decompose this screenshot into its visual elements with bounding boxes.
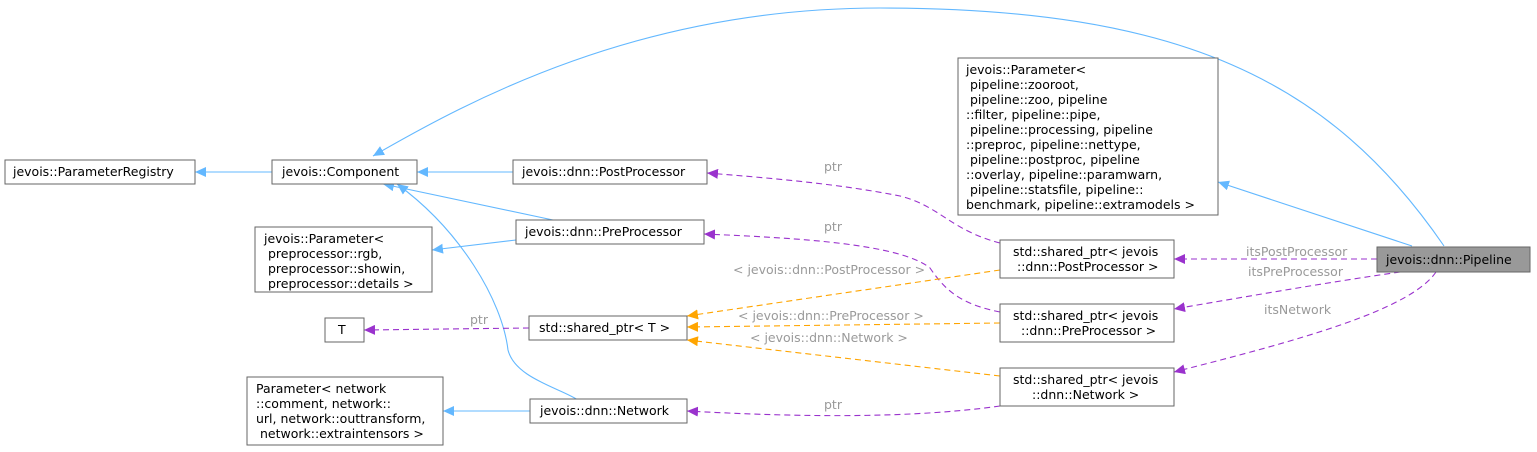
edge-pipeline-to-component	[372, 7, 1445, 247]
edge-pipeline-to-sp-net	[1173, 271, 1437, 375]
edge-labels: itsPostProcessor itsPreProcessor itsNetw…	[470, 159, 1348, 412]
svg-text:::comment, network::: ::comment, network::	[256, 396, 391, 411]
svg-text:T: T	[337, 322, 346, 337]
edge-sp-pre-to-preproc	[703, 229, 1001, 313]
edge-sp-pre-to-shared-t	[686, 321, 1001, 332]
svg-text:std::shared_ptr< jevois: std::shared_ptr< jevois	[1013, 372, 1158, 387]
svg-text:pipeline::zoo, pipeline: pipeline::zoo, pipeline	[966, 92, 1108, 107]
svg-text:preprocessor::showin,: preprocessor::showin,	[264, 261, 405, 276]
svg-text:Parameter< network: Parameter< network	[256, 381, 387, 396]
svg-text:pipeline::processing, pipeline: pipeline::processing, pipeline	[966, 122, 1153, 137]
label-tpl-net: < jevois::dnn::Network >	[750, 330, 908, 345]
node-postprocessor[interactable]: jevois::dnn::PostProcessor	[512, 159, 708, 185]
label-tpl-pre: < jevois::dnn::PreProcessor >	[738, 308, 924, 323]
svg-text:pipeline::zooroot,: pipeline::zooroot,	[966, 77, 1079, 92]
svg-text:jevois::dnn::PostProcessor: jevois::dnn::PostProcessor	[521, 164, 686, 179]
node-t[interactable]: T	[324, 317, 365, 343]
edge-pipeline-to-sp-pre	[1173, 271, 1401, 313]
svg-text:preprocessor::details >: preprocessor::details >	[264, 276, 414, 291]
svg-text:jevois::Parameter<: jevois::Parameter<	[263, 231, 384, 246]
svg-text:jevois::dnn::PreProcessor: jevois::dnn::PreProcessor	[524, 224, 683, 239]
node-preprocessor-parameters[interactable]: jevois::Parameter< preprocessor::rgb, pr…	[254, 226, 433, 293]
edge-preproc-to-component	[382, 181, 554, 221]
svg-text:benchmark, pipeline::extramode: benchmark, pipeline::extramodels >	[966, 197, 1195, 212]
svg-text:network::extraintensors >: network::extraintensors >	[256, 426, 424, 441]
node-component[interactable]: jevois::Component	[271, 159, 418, 185]
svg-text:jevois::dnn::Pipeline: jevois::dnn::Pipeline	[1385, 252, 1512, 267]
label-ptr-net: ptr	[824, 397, 843, 412]
edge-sp-post-to-shared-t	[686, 269, 1001, 320]
svg-text:url, network::outtransform,: url, network::outtransform,	[256, 411, 425, 426]
svg-text:::filter, pipeline::pipe,: ::filter, pipeline::pipe,	[966, 107, 1100, 122]
edge-shared-t-to-t	[363, 324, 530, 335]
svg-text:std::shared_ptr< jevois: std::shared_ptr< jevois	[1013, 308, 1158, 323]
svg-text:std::shared_ptr< jevois: std::shared_ptr< jevois	[1013, 244, 1158, 259]
node-pipeline[interactable]: jevois::dnn::Pipeline	[1376, 246, 1531, 273]
svg-text:preprocessor::rgb,: preprocessor::rgb,	[264, 246, 382, 261]
node-shared-ptr-t[interactable]: std::shared_ptr< T >	[528, 315, 688, 341]
svg-text:jevois::Component: jevois::Component	[281, 164, 399, 179]
node-shared-ptr-preprocessor[interactable]: std::shared_ptr< jevois ::dnn::PreProces…	[999, 303, 1175, 343]
svg-text:pipeline::postproc, pipeline: pipeline::postproc, pipeline	[966, 152, 1140, 167]
edge-sp-post-to-postproc	[706, 168, 1001, 244]
edge-sp-net-to-network	[686, 405, 1001, 417]
svg-text:::dnn::Network >: ::dnn::Network >	[1032, 387, 1139, 402]
node-preprocessor[interactable]: jevois::dnn::PreProcessor	[515, 219, 705, 245]
svg-text:::overlay, pipeline::paramwarn: ::overlay, pipeline::paramwarn,	[966, 167, 1162, 182]
node-shared-ptr-network[interactable]: std::shared_ptr< jevois ::dnn::Network >	[999, 367, 1175, 407]
label-ptr-post: ptr	[824, 159, 843, 174]
svg-text:jevois::Parameter<: jevois::Parameter<	[965, 62, 1086, 77]
node-network[interactable]: jevois::dnn::Network	[529, 398, 688, 424]
svg-text:::dnn::PreProcessor >: ::dnn::PreProcessor >	[1021, 323, 1156, 338]
svg-text:std::shared_ptr< T >: std::shared_ptr< T >	[539, 320, 670, 335]
edge-pipeline-to-params	[1217, 180, 1413, 247]
svg-text:::dnn::PostProcessor >: ::dnn::PostProcessor >	[1017, 259, 1158, 274]
edge-preproc-to-preparams	[431, 239, 517, 254]
edge-network-to-component	[396, 183, 579, 401]
svg-text:pipeline::statsfile, pipeline:: pipeline::statsfile, pipeline::	[966, 182, 1143, 197]
label-ptr-pre: ptr	[824, 219, 843, 234]
label-its-post: itsPostProcessor	[1246, 244, 1348, 259]
svg-text:::preproc, pipeline::nettype,: ::preproc, pipeline::nettype,	[966, 137, 1141, 152]
node-shared-ptr-postprocessor[interactable]: std::shared_ptr< jevois ::dnn::PostProce…	[999, 239, 1175, 279]
label-its-pre: itsPreProcessor	[1248, 264, 1344, 279]
svg-text:jevois::ParameterRegistry: jevois::ParameterRegistry	[12, 164, 174, 179]
svg-text:jevois::dnn::Network: jevois::dnn::Network	[539, 403, 670, 418]
node-pipeline-parameters[interactable]: jevois::Parameter< pipeline::zooroot, pi…	[957, 57, 1219, 216]
edge-sp-net-to-shared-t	[686, 336, 1001, 377]
edges	[195, 7, 1445, 417]
label-ptr-t: ptr	[470, 312, 489, 327]
label-its-net: itsNetwork	[1264, 302, 1332, 317]
node-network-parameters[interactable]: Parameter< network ::comment, network:: …	[246, 376, 444, 446]
node-parameter-registry[interactable]: jevois::ParameterRegistry	[4, 159, 196, 185]
label-tpl-post: < jevois::dnn::PostProcessor >	[733, 262, 925, 277]
